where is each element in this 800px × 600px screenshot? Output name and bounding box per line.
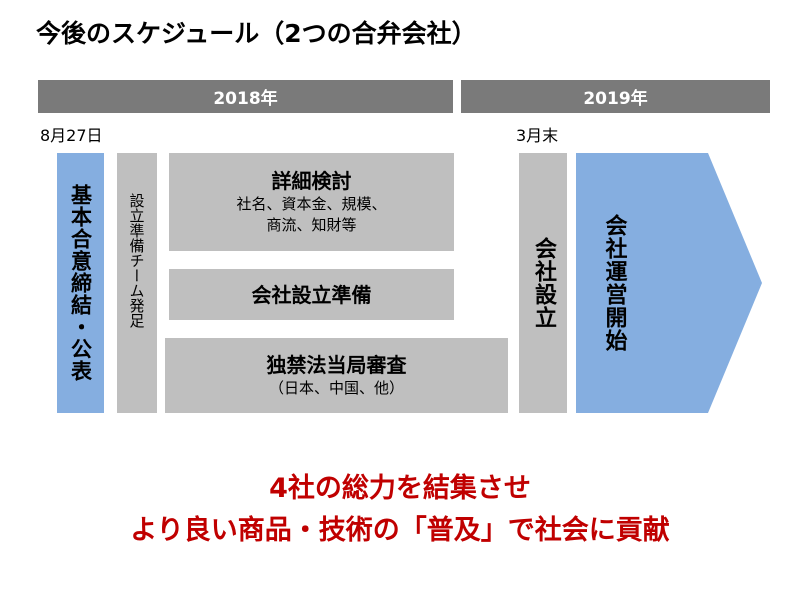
- step-operations-start: 会社運営開始: [576, 153, 651, 413]
- step-detailed-review: 詳細検討 社名、資本金、規模、 商流、知財等: [169, 153, 454, 251]
- step-details-line1: 社名、資本金、規模、: [236, 195, 387, 213]
- step-setup-team: 設立準備チーム発足: [117, 153, 157, 413]
- step-label: 基本合意締結・公表: [68, 184, 93, 382]
- step-title: 詳細検討: [271, 169, 352, 193]
- step-basic-agreement: 基本合意締結・公表: [57, 153, 104, 413]
- step-establishment: 会社設立: [519, 153, 567, 413]
- step-label: 会社運営開始: [601, 214, 627, 352]
- step-antitrust-review: 独禁法当局審査 （日本、中国、他）: [165, 338, 508, 413]
- step-company-prep: 会社設立準備: [169, 269, 454, 320]
- step-title: 会社設立準備: [251, 282, 372, 307]
- step-label: 会社設立: [531, 237, 556, 329]
- step-title: 独禁法当局審査: [266, 353, 407, 377]
- year-bar-2019: 2019年: [461, 80, 770, 113]
- tagline-line1: 4社の総力を結集させ: [269, 473, 531, 504]
- chevron-arrow-shape: [576, 153, 762, 413]
- year-label: 2019年: [583, 89, 648, 109]
- tagline-line2: より良い商品・技術の「普及」で社会に貢献: [130, 515, 670, 546]
- step-details-line2: 商流、知財等: [266, 216, 357, 234]
- date-label-start: 8月27日: [40, 126, 103, 145]
- page-title: 今後のスケジュール（2つの合弁会社）: [36, 19, 477, 48]
- step-details: （日本、中国、他）: [268, 379, 404, 397]
- step-operations-start-arrow: [576, 153, 766, 413]
- date-label-end-march: 3月末: [516, 126, 559, 145]
- year-label: 2018年: [213, 89, 278, 109]
- step-label: 設立準備チーム発足: [127, 193, 146, 328]
- year-bar-2018: 2018年: [38, 80, 453, 113]
